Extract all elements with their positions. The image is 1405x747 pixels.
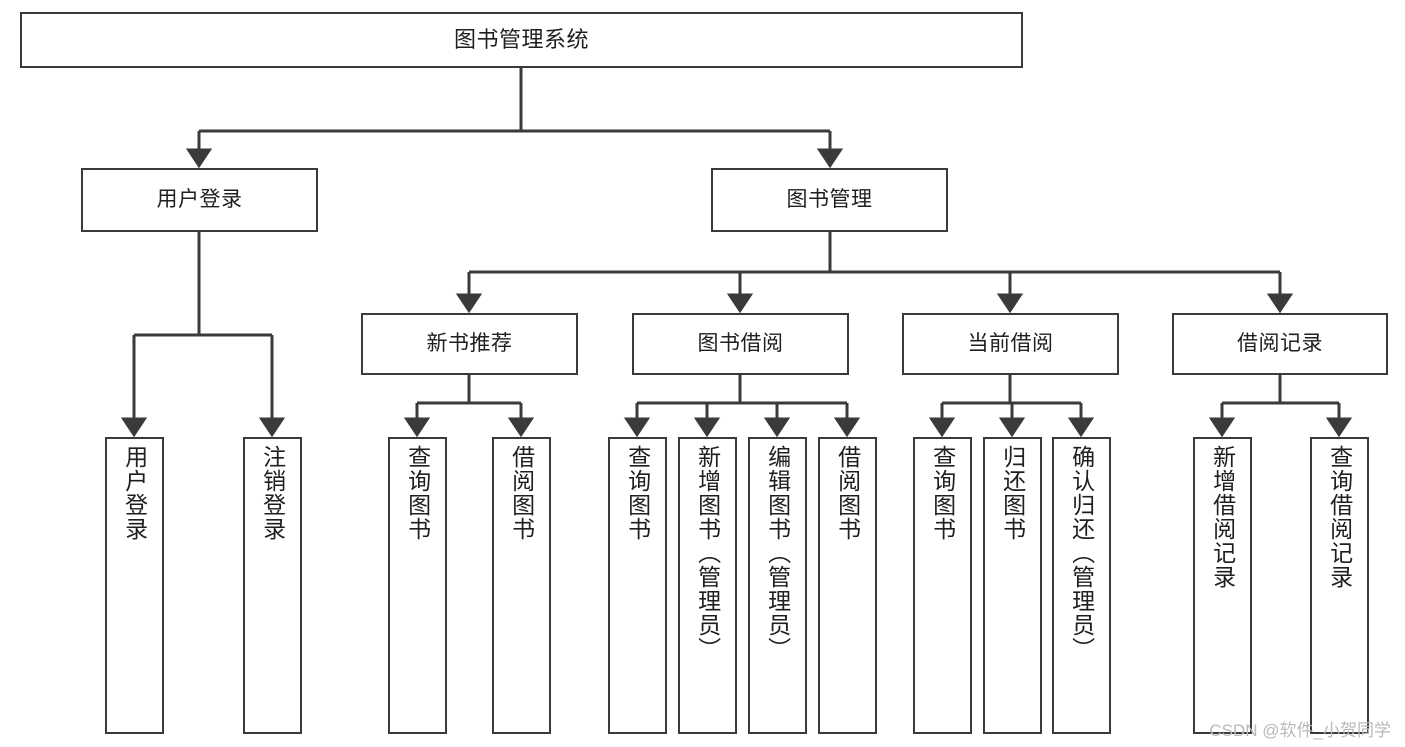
node-label: 注销登录: [259, 445, 286, 541]
node-label: 新增图书（管理员）: [694, 445, 721, 661]
node-label: 归还图书: [999, 445, 1026, 541]
leaf-new-book-query[interactable]: 查询图书: [388, 437, 447, 734]
leaf-current-borrow-confirm-return[interactable]: 确认归还（管理员）: [1052, 437, 1111, 734]
leaf-book-borrow-edit[interactable]: 编辑图书（管理员）: [748, 437, 807, 734]
node-current-borrow[interactable]: 当前借阅: [902, 313, 1119, 375]
node-label: 图书借阅: [697, 332, 784, 356]
node-label: 用户登录: [156, 188, 243, 212]
node-label: 编辑图书（管理员）: [764, 445, 791, 661]
leaf-current-borrow-return[interactable]: 归还图书: [983, 437, 1042, 734]
node-label: 查询图书: [929, 445, 956, 541]
node-label: 查询借阅记录: [1326, 445, 1353, 589]
node-label: 新增借阅记录: [1209, 445, 1236, 589]
node-new-book-recommend[interactable]: 新书推荐: [361, 313, 578, 375]
leaf-user-login-logout[interactable]: 注销登录: [243, 437, 302, 734]
node-label: 借阅图书: [508, 445, 535, 541]
leaf-current-borrow-query[interactable]: 查询图书: [913, 437, 972, 734]
leaf-book-borrow-add[interactable]: 新增图书（管理员）: [678, 437, 737, 734]
leaf-borrow-record-query[interactable]: 查询借阅记录: [1310, 437, 1369, 734]
node-label: 图书管理系统: [453, 26, 589, 52]
leaf-new-book-borrow[interactable]: 借阅图书: [492, 437, 551, 734]
node-label: 借阅图书: [834, 445, 861, 541]
node-user-login[interactable]: 用户登录: [81, 168, 318, 232]
node-label: 图书管理: [786, 188, 873, 212]
leaf-borrow-record-add[interactable]: 新增借阅记录: [1193, 437, 1252, 734]
node-book-borrow[interactable]: 图书借阅: [632, 313, 849, 375]
node-root-system[interactable]: 图书管理系统: [20, 12, 1023, 68]
node-label: 当前借阅: [967, 332, 1054, 356]
node-label: 查询图书: [404, 445, 431, 541]
leaf-book-borrow-query[interactable]: 查询图书: [608, 437, 667, 734]
csdn-watermark: CSDN @软件_小贺同学: [1209, 721, 1391, 740]
node-label: 借阅记录: [1237, 332, 1323, 356]
node-borrow-record[interactable]: 借阅记录: [1172, 313, 1388, 375]
leaf-user-login-login[interactable]: 用户登录: [105, 437, 164, 734]
node-book-management[interactable]: 图书管理: [711, 168, 948, 232]
node-label: 用户登录: [121, 445, 148, 541]
leaf-book-borrow-borrow[interactable]: 借阅图书: [818, 437, 877, 734]
node-label: 确认归还（管理员）: [1068, 445, 1095, 661]
node-label: 查询图书: [624, 445, 651, 541]
node-label: 新书推荐: [426, 332, 513, 356]
